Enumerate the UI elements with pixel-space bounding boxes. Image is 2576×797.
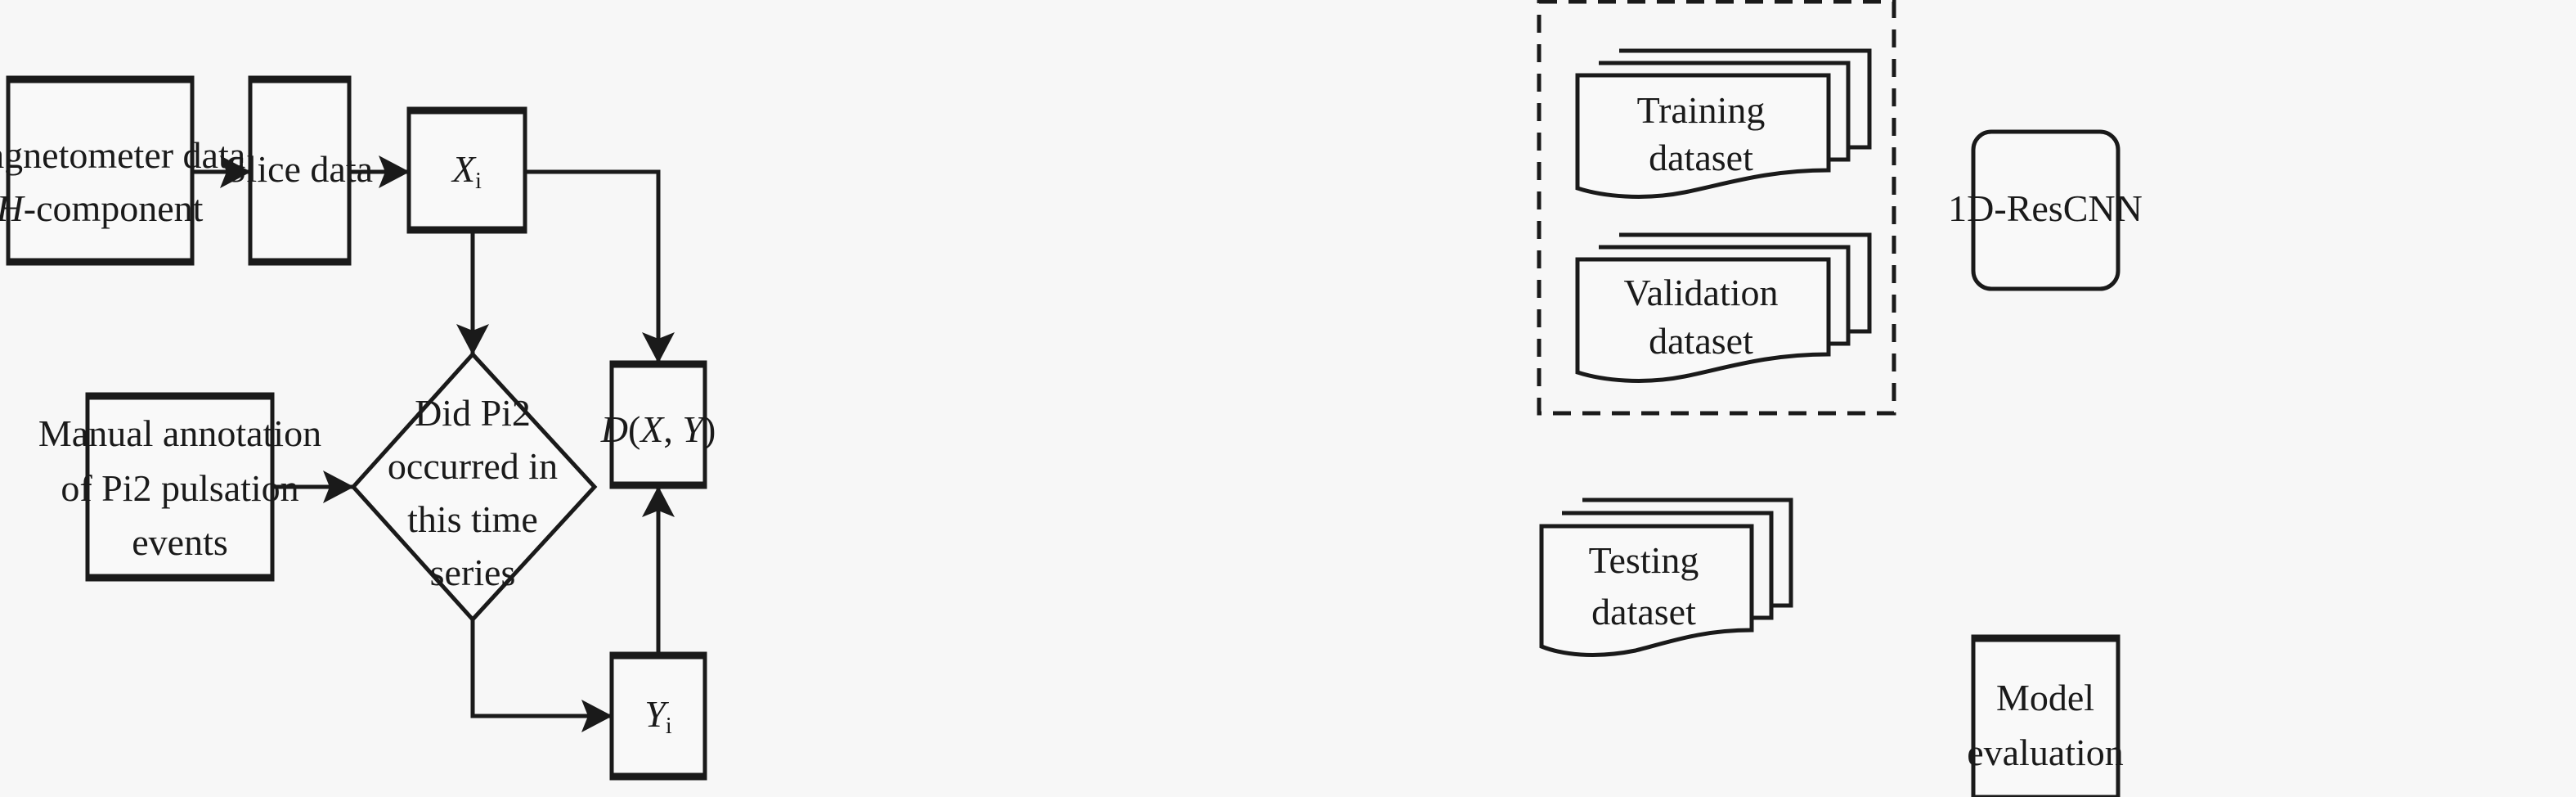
node-decision: Did Pi2 occurred in this time series (350, 351, 598, 623)
node-testing-dataset: Testing dataset (1539, 498, 1793, 657)
evaluation-line1: Model (1996, 677, 2094, 718)
model-label: 1D-ResCNN (1948, 187, 2143, 229)
training-line1: Training (1637, 89, 1766, 131)
edge-decision-yi (470, 619, 613, 732)
decision-line1: Did Pi2 (415, 392, 531, 434)
magnetometer-line2: H-component (0, 187, 204, 229)
manual-line3: events (132, 521, 228, 563)
node-xi: Xi (406, 106, 527, 234)
yi-label: Yi (644, 693, 672, 739)
manual-line1: Manual annotation (38, 412, 321, 454)
edge-xi-dxy (525, 169, 675, 363)
dxy-label: D(X, Y) (600, 408, 716, 450)
node-slice-data: Slice data (226, 75, 373, 266)
validation-line2: dataset (1649, 320, 1753, 362)
evaluation-line2: evaluation (1967, 732, 2124, 773)
train-val-group (1537, 0, 1896, 416)
training-line2: dataset (1649, 137, 1753, 178)
node-magnetometer: Magnetometer data H-component (0, 75, 245, 266)
testing-line1: Testing (1589, 539, 1699, 581)
magnetometer-line1: Magnetometer data (0, 134, 245, 176)
h-symbol: H (0, 187, 26, 229)
validation-line1: Validation (1623, 272, 1778, 313)
node-model-evaluation: Model evaluation (1967, 634, 2124, 797)
edges (192, 155, 675, 732)
node-yi: Yi (609, 651, 707, 781)
xi-label: Xi (451, 148, 482, 194)
decision-line4: series (430, 552, 516, 593)
component-text: -component (24, 187, 204, 229)
node-1d-rescnn: 1D-ResCNN (1948, 129, 2143, 291)
node-validation-dataset: Validation dataset (1575, 232, 1872, 383)
slice-data-label: Slice data (226, 148, 373, 190)
testing-line2: dataset (1591, 591, 1696, 633)
decision-line3: this time (407, 498, 538, 540)
manual-line2: of Pi2 pulsation (61, 467, 298, 509)
node-dxy: D(X, Y) (600, 360, 716, 489)
node-training-dataset: Training dataset (1575, 48, 1872, 199)
decision-line2: occurred in (388, 445, 558, 487)
